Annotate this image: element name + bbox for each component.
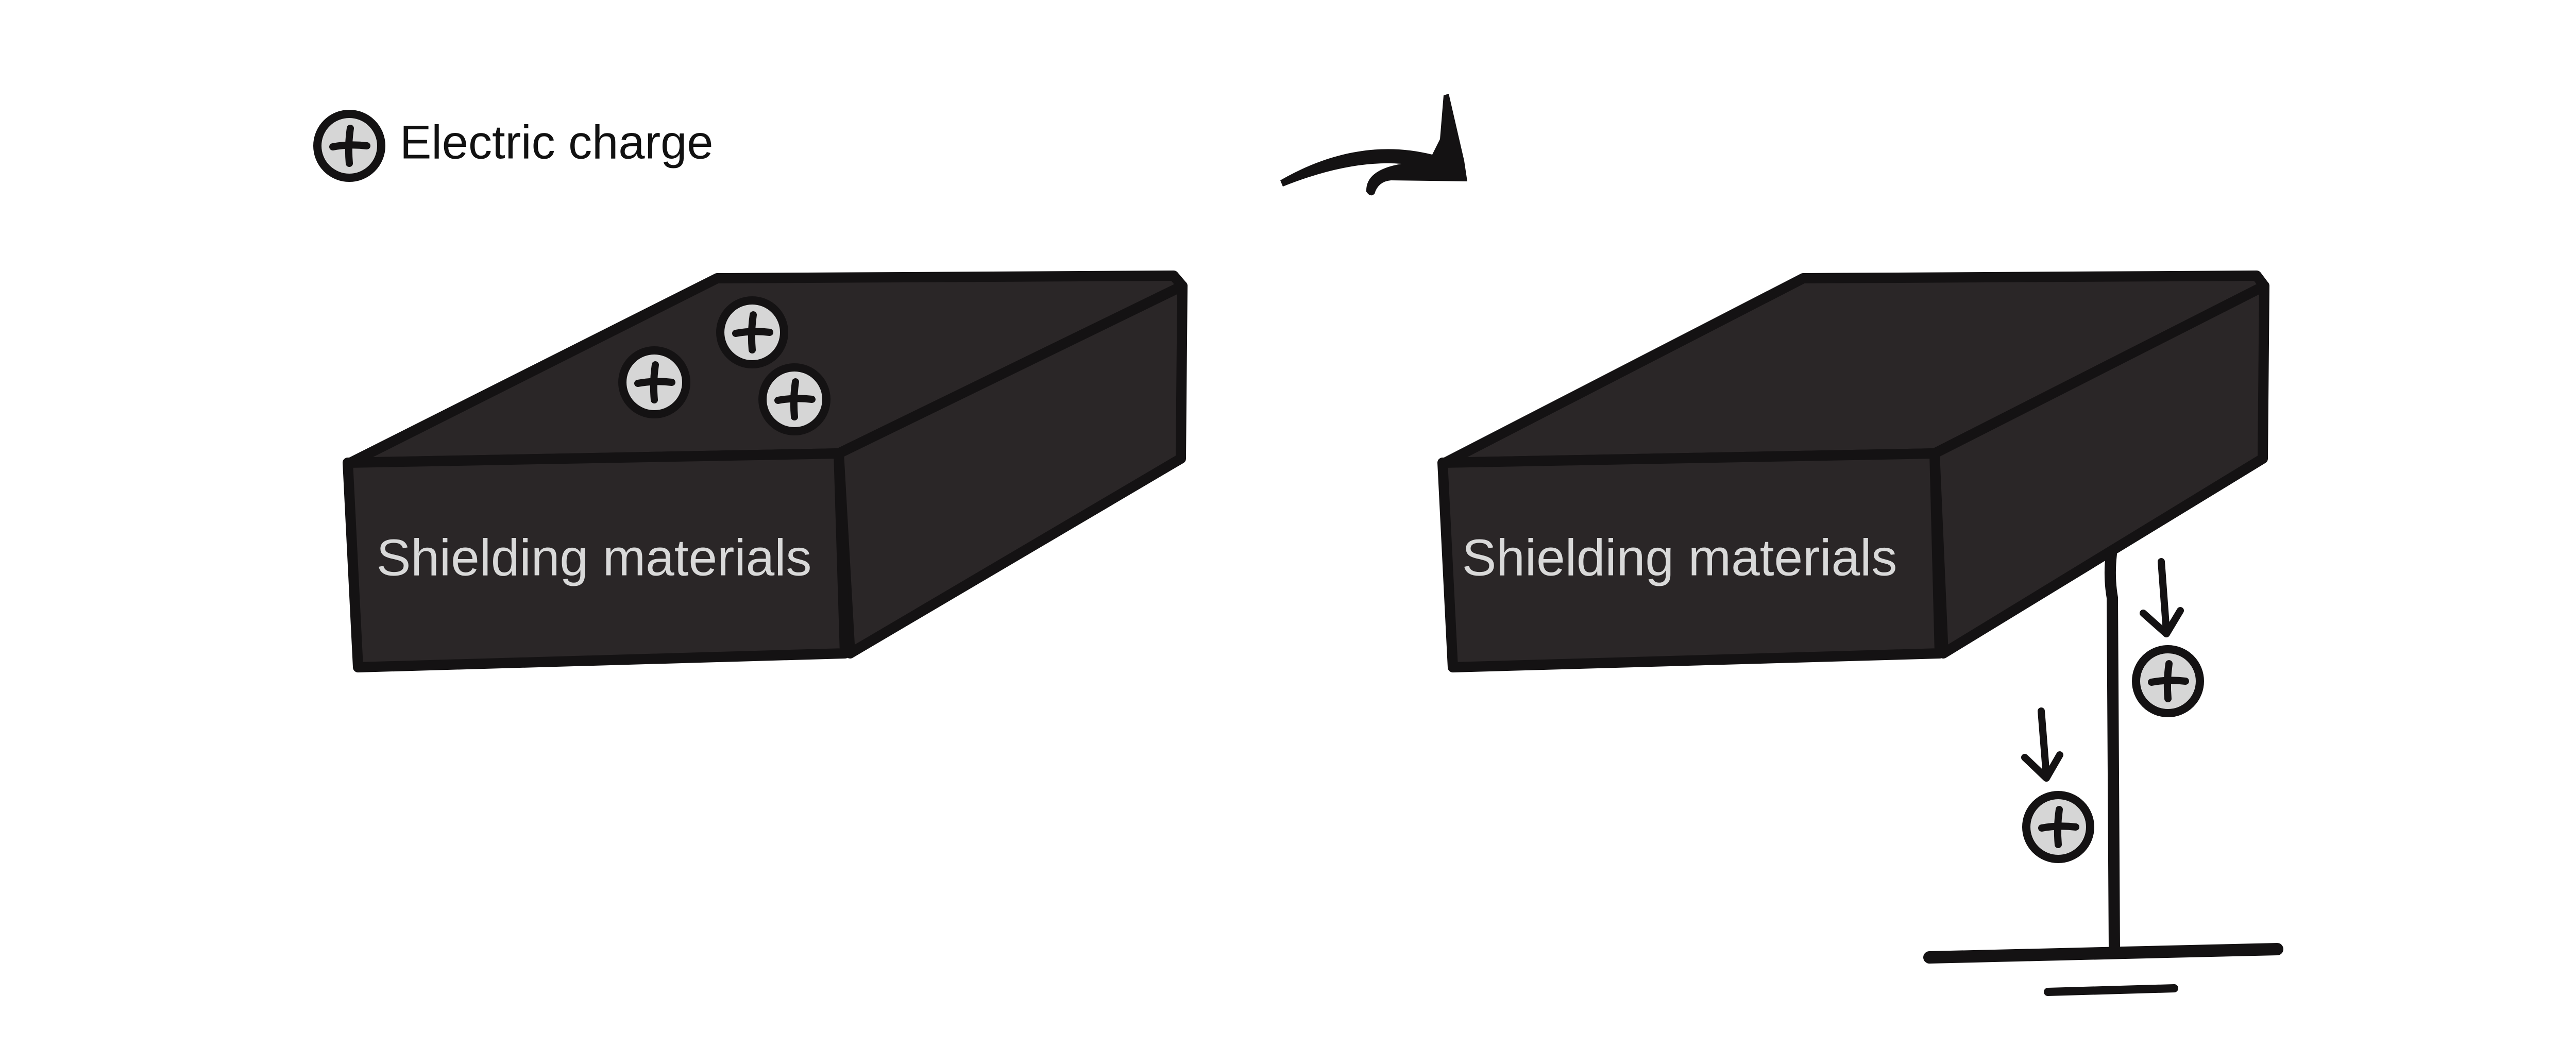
legend-charge-icon: [317, 114, 381, 178]
shielding-box-right: Shielding materials: [1437, 271, 2269, 672]
ground-wire: [2104, 548, 2120, 954]
box-left-label: Shielding materials: [377, 529, 812, 586]
ground-symbol-icon: [1923, 943, 2283, 964]
ground-connection: [1923, 548, 2283, 996]
charge-icon: [762, 367, 826, 431]
box-left-front-face: [343, 448, 850, 672]
legend-label: Electric charge: [400, 116, 713, 168]
charge-icon: [2026, 795, 2090, 859]
legend: Electric charge: [317, 114, 713, 178]
down-arrow-icon: [2021, 707, 2063, 782]
box-right-front-face: [1437, 448, 1945, 672]
box-right-label: Shielding materials: [1462, 529, 1897, 586]
transition-arrow-icon: [1280, 94, 1467, 196]
ground-symbol-lower-bar: [2044, 984, 2178, 996]
charge-icon: [622, 350, 686, 414]
shielding-box-left: Shielding materials: [343, 271, 1188, 672]
down-arrow-icon: [2140, 558, 2184, 637]
charge-icon: [2136, 649, 2200, 713]
charge-icon: [720, 300, 784, 364]
